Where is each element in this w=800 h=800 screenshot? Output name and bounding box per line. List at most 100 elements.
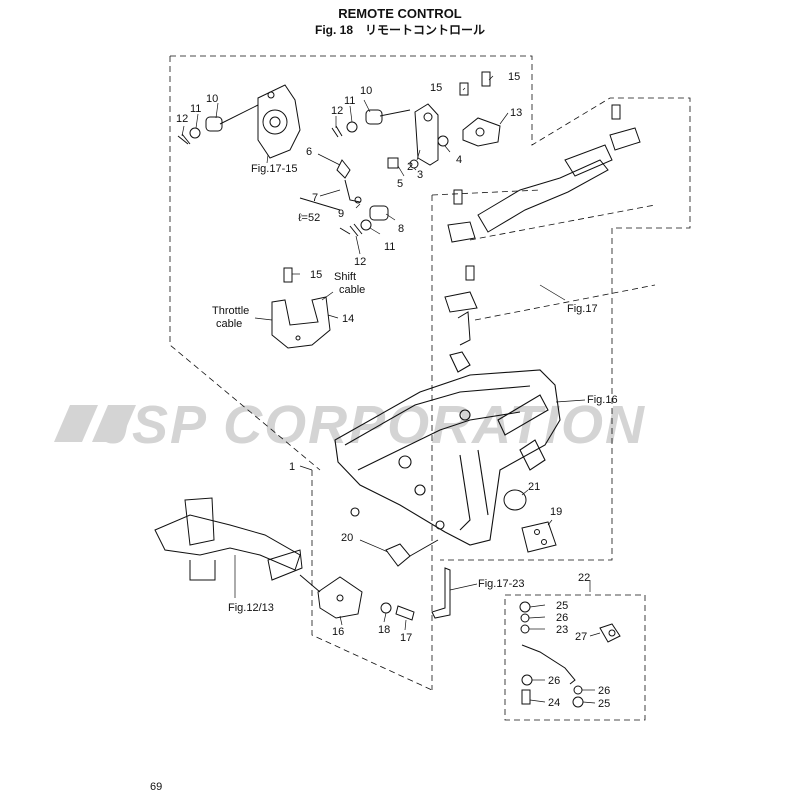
clip-6-icon <box>336 159 351 179</box>
handle-arm <box>154 514 301 571</box>
nut-11c-icon <box>360 219 372 231</box>
callout-24: 24 <box>548 697 560 709</box>
callout-15b: 15 <box>508 71 520 83</box>
washer-26a-icon <box>520 613 530 623</box>
label-shift-line2: cable <box>339 284 365 296</box>
figure-subtitle: Fig. 18 リモートコントロール <box>314 23 485 37</box>
leader-lines <box>181 75 601 704</box>
callout-7: 7 <box>312 192 318 204</box>
throttle-lever-assembly <box>177 84 301 159</box>
nut-9-icon <box>354 196 362 204</box>
bracket-lug <box>519 439 546 471</box>
bolt-24-icon <box>521 689 531 705</box>
throttle-lever-link <box>219 104 259 125</box>
rod-fig17-23 <box>431 567 451 619</box>
callout-12b: 12 <box>331 105 343 117</box>
bracket-slot <box>497 394 549 436</box>
bracket-13-icon <box>462 117 501 147</box>
callout-15a: 15 <box>430 82 442 94</box>
washer-26b-icon <box>521 674 533 686</box>
assembly-boundaries <box>169 55 691 721</box>
callout-26c: 26 <box>598 685 610 697</box>
pin-12a-icon <box>177 133 191 145</box>
leader-fig17-b <box>474 284 656 321</box>
figure-labels: Fig.17-15 ℓ=52 Throttle cable Shift cabl… <box>212 163 618 614</box>
bracket-boss-2 <box>414 484 426 496</box>
washer-26c-icon <box>573 685 583 695</box>
callout-19: 19 <box>550 506 562 518</box>
callout-9: 9 <box>338 208 344 220</box>
pin-12c-icon <box>349 223 363 237</box>
label-fig16: Fig.16 <box>587 394 618 406</box>
bracket-rib-2 <box>477 449 489 516</box>
label-throttle-line2: cable <box>216 318 242 330</box>
callout-21: 21 <box>528 481 540 493</box>
joint-8-icon <box>369 205 389 221</box>
callout-27: 27 <box>575 631 587 643</box>
callout-2: 2 <box>407 161 413 173</box>
joint-10b-icon <box>365 109 383 125</box>
label-throttle-line1: Throttle <box>212 305 249 317</box>
label-fig17-15: Fig.17-15 <box>251 163 297 175</box>
control-lever-assembly <box>299 71 501 237</box>
label-fig12-13: Fig.12/13 <box>228 602 274 614</box>
callout-10a: 10 <box>206 93 218 105</box>
callout-12a: 12 <box>176 113 188 125</box>
joint-10a-icon <box>205 116 223 132</box>
handle-tip <box>267 549 303 581</box>
page-title: REMOTE CONTROL <box>338 6 462 21</box>
pin-12b-icon <box>331 125 343 138</box>
boundary-part-22-box <box>504 594 646 721</box>
screw-5-icon <box>387 157 399 169</box>
boundary-inner-top <box>431 189 541 196</box>
bracket-edge-2 <box>357 411 521 471</box>
nut-27-icon <box>599 623 621 643</box>
callout-12c: 12 <box>354 256 366 268</box>
plate-lower-icon <box>444 291 478 313</box>
length-leader <box>299 197 341 211</box>
shift-rod-icon <box>521 644 576 685</box>
callout-11b: 11 <box>344 95 355 107</box>
callout-11c: 11 <box>384 241 395 253</box>
bracket-rib-1 <box>459 454 471 531</box>
lever-link <box>379 109 411 117</box>
label-fig17: Fig.17 <box>567 303 598 315</box>
bracket-boss-3 <box>435 520 445 530</box>
boundary-lower-left <box>311 470 433 691</box>
callout-25b: 25 <box>598 698 610 710</box>
bracket-grommet <box>449 351 471 373</box>
bolt-15b-icon <box>481 71 491 87</box>
callout-14: 14 <box>342 313 354 325</box>
link-rod-icon <box>457 311 471 346</box>
bracket-boss-4 <box>350 507 360 517</box>
bolt-15a-icon <box>459 82 469 96</box>
shift-linkage-assembly <box>444 104 641 346</box>
callout-5: 5 <box>397 178 403 190</box>
bracket-boss-1 <box>398 455 412 469</box>
callout-11a: 11 <box>190 103 201 115</box>
knob-20-icon <box>385 543 411 567</box>
cap-21-icon <box>503 489 527 511</box>
callout-22: 22 <box>578 572 590 584</box>
callout-17: 17 <box>400 632 412 644</box>
callout-20: 20 <box>341 532 353 544</box>
label-length: ℓ=52 <box>298 212 320 224</box>
bolt-upper-right-icon <box>611 104 621 120</box>
lever-2-icon <box>414 103 439 166</box>
callout-6: 6 <box>306 146 312 158</box>
throttle-lever-pivot <box>262 109 288 135</box>
boundary-outline-top <box>170 55 691 146</box>
bolt-lower-icon <box>465 265 475 281</box>
handle-base <box>189 560 216 581</box>
nut-25b-icon <box>572 696 584 708</box>
bracket-body <box>334 369 561 546</box>
handle-body <box>184 497 215 546</box>
l-rod-icon <box>431 567 451 619</box>
nut-11a-icon <box>189 127 201 139</box>
callout-3: 3 <box>417 169 423 181</box>
shift-shaft <box>477 159 609 233</box>
callout-4: 4 <box>456 154 462 166</box>
label-shift-line1: Shift <box>334 271 356 283</box>
rod-7-icon <box>344 179 361 203</box>
